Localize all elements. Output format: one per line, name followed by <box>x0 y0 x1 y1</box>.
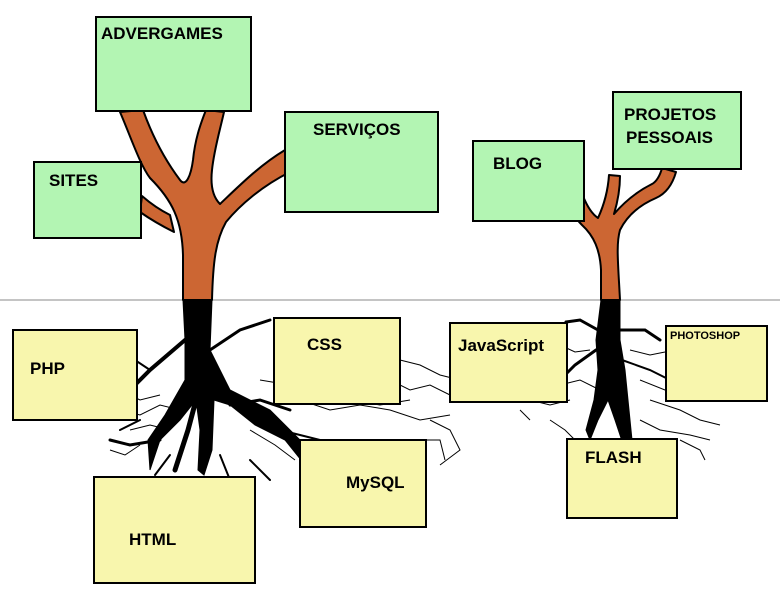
label-mysql: MySQL <box>346 473 405 492</box>
box-html: HTML <box>93 476 256 584</box>
box-flash: FLASH <box>566 438 678 519</box>
right-tree-roots <box>558 299 671 452</box>
label-sites: SITES <box>49 171 99 190</box>
label-flash: FLASH <box>585 448 642 467</box>
label-advergames: ADVERGAMES <box>101 24 223 43</box>
label-php: PHP <box>30 359 65 378</box>
box-php: PHP <box>12 329 138 421</box>
box-sites: SITES <box>33 161 142 239</box>
label-servicos: SERVIÇOS <box>313 120 401 139</box>
label-css: CSS <box>307 335 342 354</box>
label-pessoais: PESSOAIS <box>626 128 713 147</box>
box-advergames: ADVERGAMES <box>95 16 252 112</box>
box-servicos: SERVIÇOS <box>284 111 439 213</box>
label-photoshop: PHOTOSHOP <box>670 330 741 342</box>
left-tree-trunk <box>119 109 291 301</box>
box-mysql: MySQL <box>299 439 427 528</box>
box-blog: BLOG <box>472 140 585 222</box>
label-projetos: PROJETOS <box>624 105 717 124</box>
label-html: HTML <box>129 530 177 549</box>
box-projetos-pessoais: PROJETOS PESSOAIS <box>612 91 742 170</box>
box-css: CSS <box>273 317 401 405</box>
label-javascript: JavaScript <box>458 336 544 355</box>
box-photoshop: PHOTOSHOP <box>665 325 768 402</box>
label-blog: BLOG <box>493 154 543 173</box>
box-javascript: JavaScript <box>449 322 568 403</box>
